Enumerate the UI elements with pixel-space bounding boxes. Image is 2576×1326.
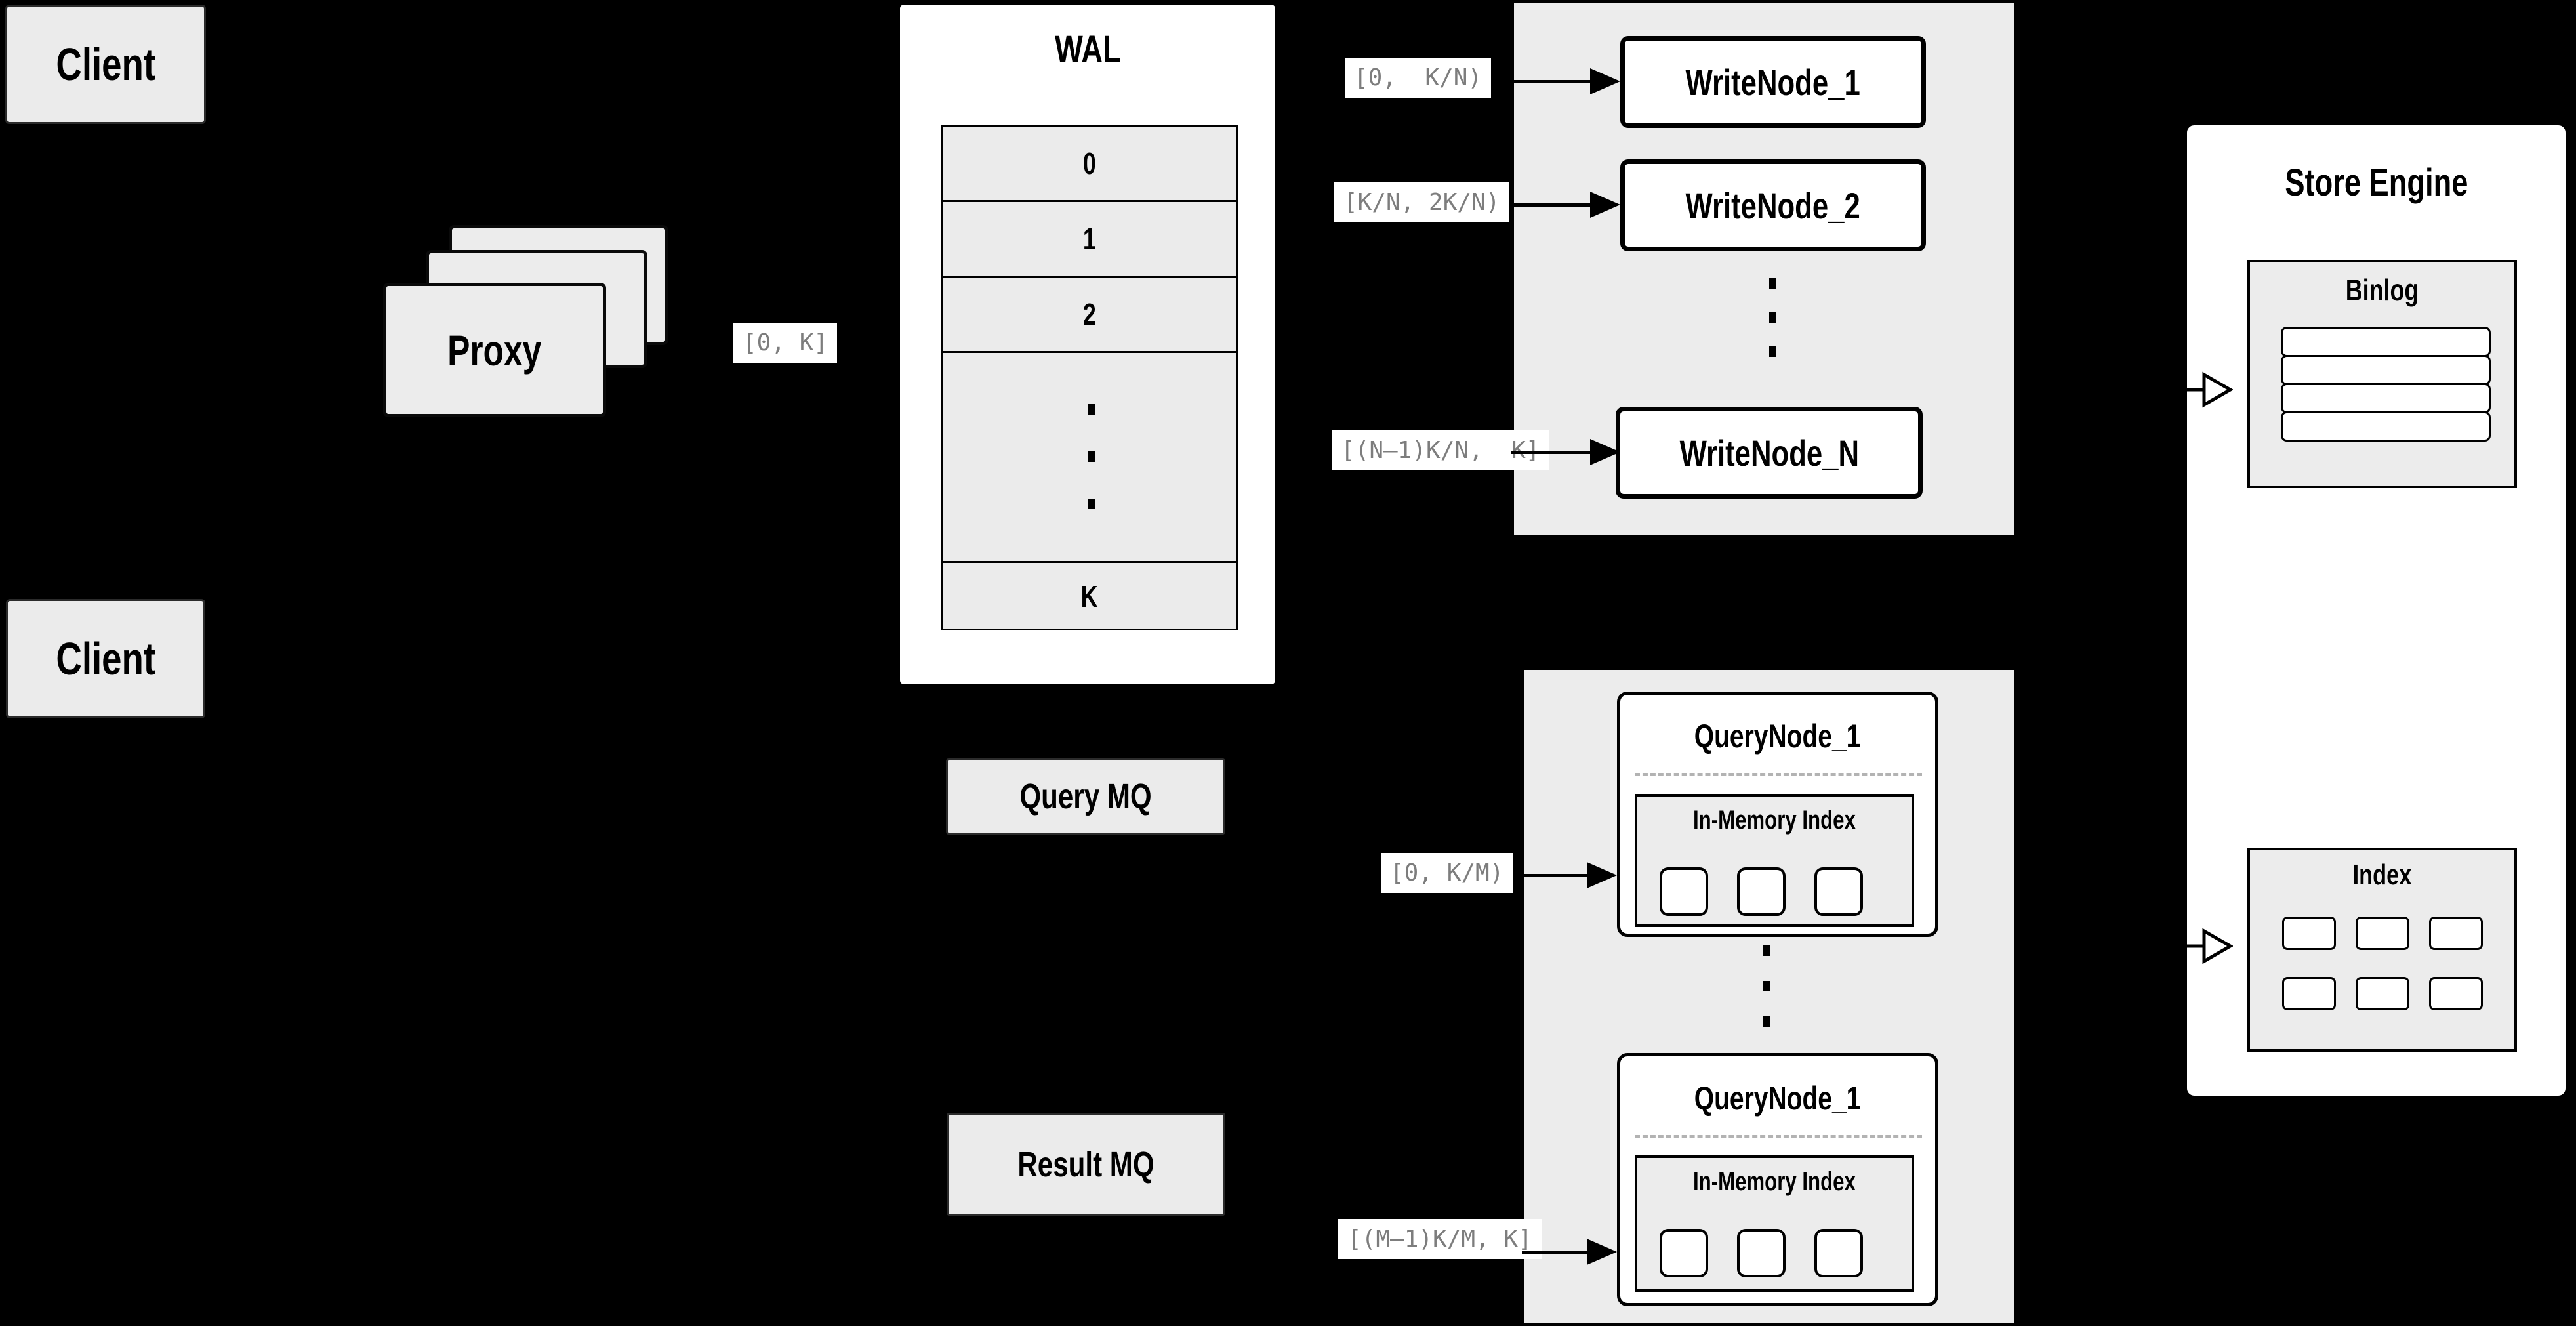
arrowhead-to-querynode-m-icon [1587,1239,1617,1265]
wal-row-0: 0 [943,127,1236,202]
arrow-to-writenode-n [1511,451,1591,454]
wal-row-k-label: K [1081,579,1098,613]
binlog-row [2281,355,2491,385]
wal-row-0-label: 0 [1083,146,1096,180]
flow-label-write-node-2: [K/N, 2K/N) [1334,182,1509,223]
in-memory-index-bottom-title: In-Memory Index [1635,1163,1914,1200]
flow-label-write-node-1: [0, K/N) [1345,58,1492,98]
index-cell [2429,917,2483,950]
write-node-2-box: WriteNode_2 [1620,159,1926,251]
binlog-row [2281,327,2491,357]
ellipsis-dot [1088,451,1095,462]
memory-segment-cell [1660,867,1708,916]
open-arrow-binlog-icon [2173,371,2233,408]
index-cell [2356,977,2409,1010]
write-node-1-box: WriteNode_1 [1620,36,1926,128]
wal-title-label: WAL [1054,28,1121,71]
memory-segment-cell [1737,867,1786,916]
ellipsis-dot [1763,981,1770,991]
index-title: Index [2247,856,2517,895]
flow-label-query-node-m: [(M–1)K/M, K] [1338,1219,1542,1260]
wal-row-1: 1 [943,202,1236,278]
result-mq-box: Result MQ [947,1113,1225,1216]
client-top-label: Client [56,39,155,90]
store-engine-title: Store Engine [2185,156,2567,209]
wal-row-k: K [943,563,1236,629]
query-node-top-divider [1635,773,1922,776]
wal-title: WAL [897,25,1278,74]
wal-row-1-label: 1 [1083,222,1096,256]
index-cell [2282,977,2336,1010]
in-memory-index-bottom-label: In-Memory Index [1693,1167,1856,1196]
arrowhead-to-writenode-n-icon [1590,439,1620,465]
binlog-title-label: Binlog [2345,273,2419,307]
wal-table: 0 1 2 K [941,125,1238,630]
memory-segment-cell [1814,867,1863,916]
client-box-top: Client [5,5,206,124]
in-memory-index-top-label: In-Memory Index [1693,805,1856,835]
query-node-bottom-divider [1635,1135,1922,1138]
ellipsis-dot [1763,1016,1770,1027]
flow-label-proxy-out: [0, K] [733,323,838,363]
arrow-to-querynode-m [1522,1251,1587,1254]
ellipsis-dot [1769,346,1776,357]
arrow-to-querynode-1 [1522,874,1587,877]
memory-segment-cell [1814,1229,1863,1277]
store-engine-title-label: Store Engine [2284,161,2468,204]
ellipsis-dot [1769,312,1776,323]
arrow-to-writenode-1 [1511,80,1591,83]
ellipsis-dot [1088,404,1095,415]
write-node-n-box: WriteNode_N [1616,407,1923,499]
flow-label-write-node-n: [(N–1)K/N, K] [1332,430,1549,471]
arrow-to-writenode-2 [1511,203,1591,207]
ellipsis-dot [1769,278,1776,289]
index-cell [2429,977,2483,1010]
index-title-label: Index [2352,859,2412,891]
proxy-box: Proxy [383,283,606,417]
index-cell [2282,917,2336,950]
query-node-top-title: QueryNode_1 [1617,715,1938,757]
binlog-title: Binlog [2247,269,2517,311]
query-node-bottom-title: QueryNode_1 [1617,1077,1938,1119]
arrowhead-to-writenode-1-icon [1590,68,1620,94]
wal-row-2: 2 [943,278,1236,353]
client-box-bottom: Client [6,599,205,718]
memory-segment-cell [1737,1229,1786,1277]
binlog-row [2281,411,2491,442]
index-cell [2356,917,2409,950]
query-node-top-title-label: QueryNode_1 [1694,718,1861,755]
proxy-label: Proxy [447,325,542,375]
in-memory-index-top-title: In-Memory Index [1635,802,1914,839]
write-node-1-label: WriteNode_1 [1685,61,1861,103]
ellipsis-dot [1088,499,1095,509]
flow-label-query-node-1: [0, K/M) [1381,853,1513,894]
query-mq-box: Query MQ [946,758,1225,835]
wal-row-2-label: 2 [1083,297,1096,331]
result-mq-label: Result MQ [1017,1144,1155,1184]
binlog-row [2281,383,2491,413]
write-node-n-label: WriteNode_N [1679,432,1859,474]
query-node-bottom-title-label: QueryNode_1 [1694,1080,1861,1117]
arrowhead-to-writenode-2-icon [1590,192,1620,218]
write-node-2-label: WriteNode_2 [1685,184,1861,226]
query-mq-label: Query MQ [1019,777,1152,816]
arrowhead-to-querynode-1-icon [1587,862,1617,888]
ellipsis-dot [1763,945,1770,956]
wal-row-ellipsis [943,353,1236,563]
client-bottom-label: Client [56,633,155,684]
memory-segment-cell [1660,1229,1708,1277]
open-arrow-index-icon [2173,928,2233,964]
